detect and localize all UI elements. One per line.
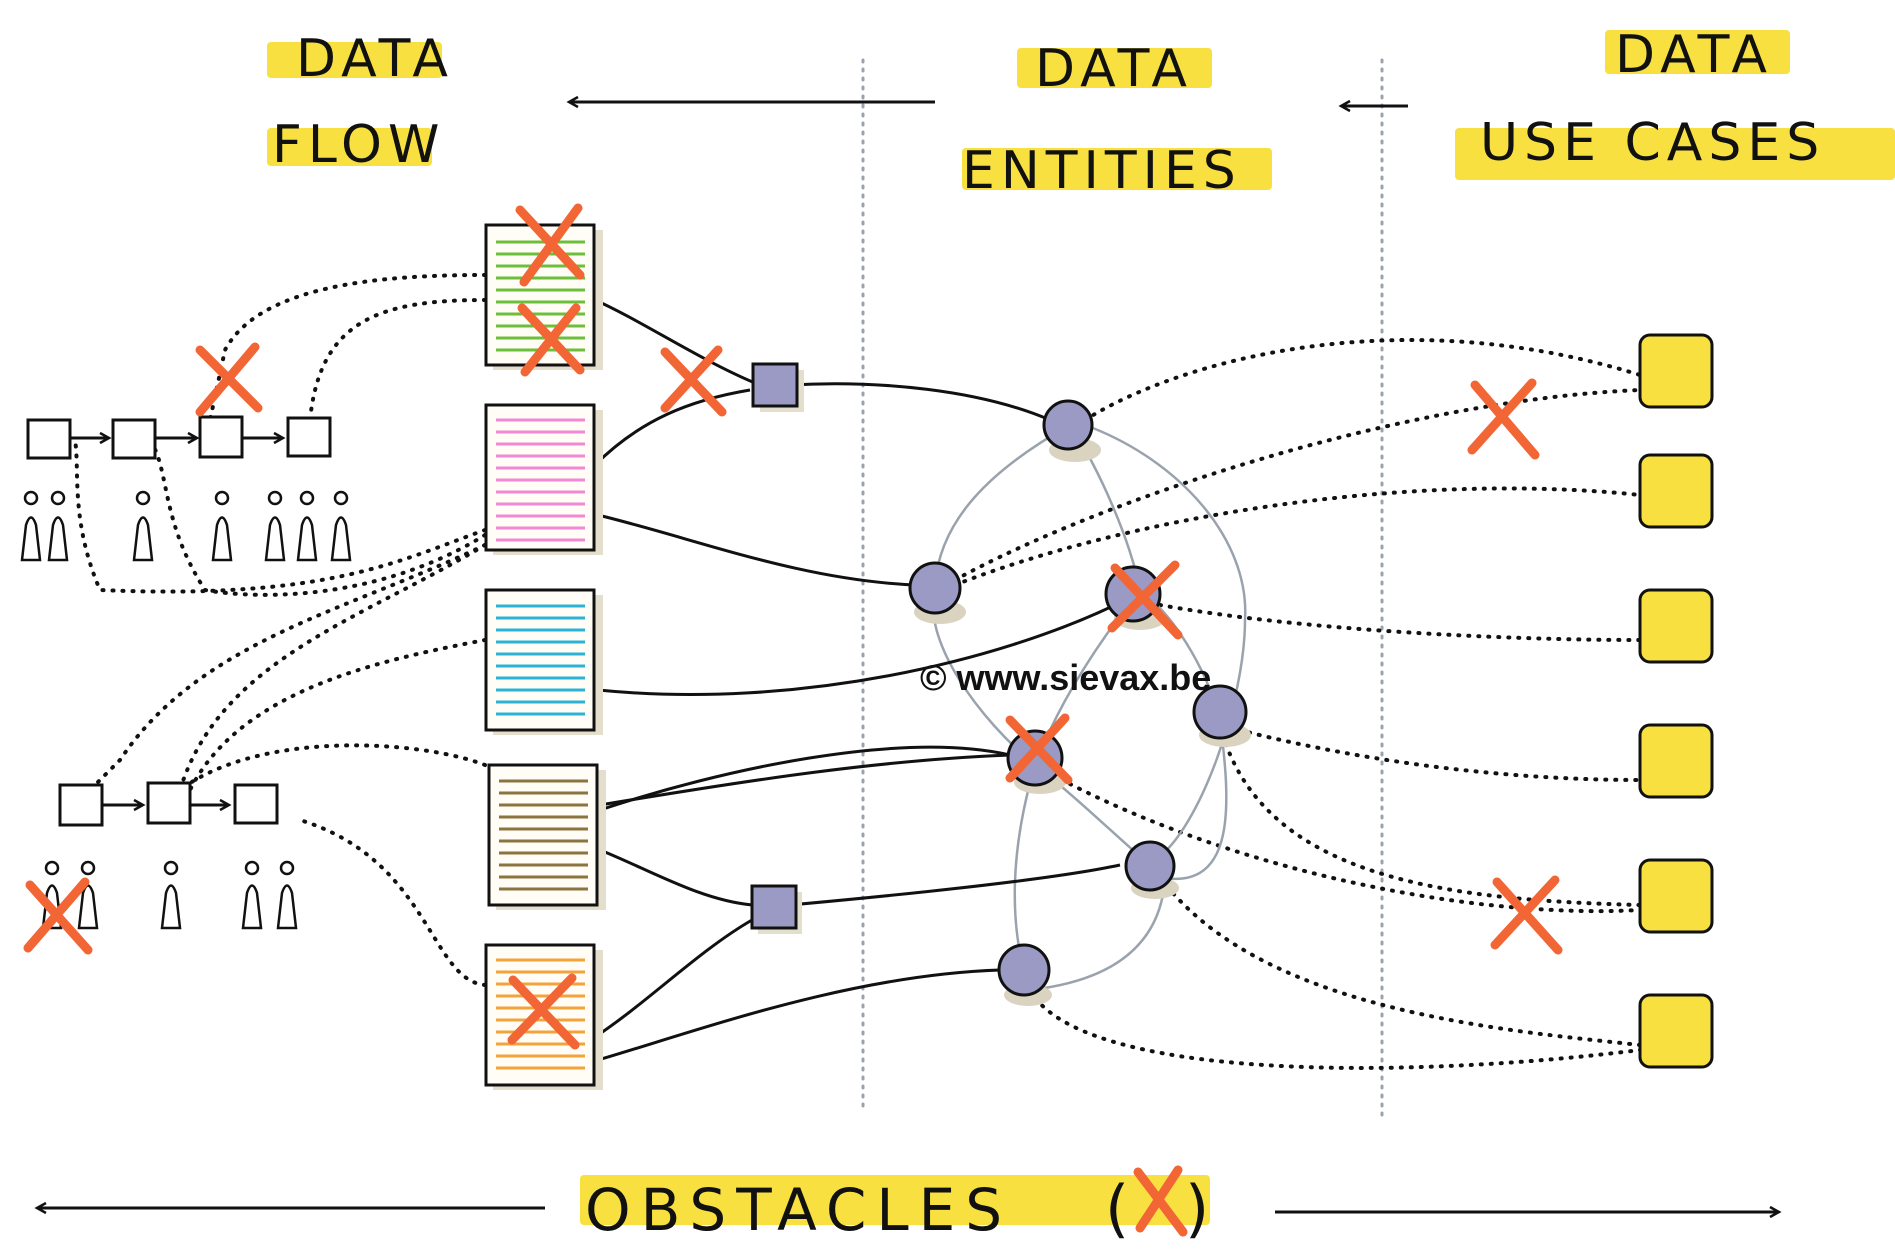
doc-pink — [484, 403, 603, 555]
obstacles-close-paren: ) — [1185, 1172, 1215, 1245]
x-mark-icon — [660, 345, 727, 417]
person-icon — [41, 860, 298, 930]
heading-data-flow-line2: FLOW — [272, 115, 445, 175]
x-mark-icon — [23, 877, 93, 955]
x-mark-icon — [517, 303, 585, 377]
entity-node-7 — [997, 943, 1051, 997]
use-case-2 — [1638, 453, 1714, 529]
heading-data-flow-line1: DATA — [296, 29, 454, 89]
use-case-1 — [1638, 333, 1714, 409]
person-icon — [20, 490, 352, 562]
use-case-3 — [1638, 588, 1714, 664]
staging-square-top — [751, 362, 804, 412]
heading-data-use-cases-line2: USE CASES — [1480, 113, 1825, 173]
x-mark-icon — [1133, 1165, 1188, 1237]
process-chain-bottom — [58, 781, 279, 827]
entity-node-2 — [908, 561, 962, 615]
people-top — [20, 490, 352, 562]
x-mark-icon — [1490, 875, 1563, 955]
obstacles-label: OBSTACLES — [585, 1176, 1012, 1244]
staging-square-bottom — [750, 884, 802, 934]
entity-node-1 — [1042, 399, 1094, 451]
x-mark-icon — [515, 203, 585, 287]
x-mark-icon — [1467, 378, 1540, 460]
x-mark-icon — [1107, 560, 1183, 640]
copyright-text: © www.sievax.be — [920, 657, 1211, 698]
heading-data-entities-line1: DATA — [1035, 39, 1193, 99]
entity-node-4 — [1192, 684, 1248, 740]
entity-node-6 — [1124, 840, 1176, 892]
obstacle-marks — [23, 203, 1563, 1050]
use-case-5 — [1638, 858, 1714, 934]
doc-blue — [484, 588, 603, 735]
process-chain-top — [26, 415, 332, 460]
heading-data-use-cases-line1: DATA — [1615, 25, 1773, 85]
x-mark-icon — [1005, 713, 1073, 785]
heading-data-flow: DATA FLOW — [267, 29, 454, 175]
obstacles-open-paren: ( — [1105, 1172, 1135, 1245]
flow-arrows — [593, 298, 1121, 1062]
entity-nodes — [908, 399, 1251, 1006]
doc-brown — [487, 763, 606, 910]
use-case-4 — [1638, 723, 1714, 799]
lineage-lines-right — [953, 338, 1650, 1070]
use-case-6 — [1638, 993, 1714, 1069]
heading-data-entities: DATA ENTITIES — [962, 39, 1272, 201]
heading-data-entities-line2: ENTITIES — [962, 141, 1242, 201]
x-mark-icon — [507, 973, 580, 1050]
obstacles-legend: OBSTACLES ( ) — [34, 1165, 1782, 1245]
people-bottom — [41, 860, 298, 930]
use-cases — [1638, 333, 1714, 1069]
lineage-lines-left — [73, 273, 487, 987]
x-mark-icon — [195, 342, 263, 417]
heading-data-use-cases: DATA USE CASES — [1455, 25, 1895, 180]
